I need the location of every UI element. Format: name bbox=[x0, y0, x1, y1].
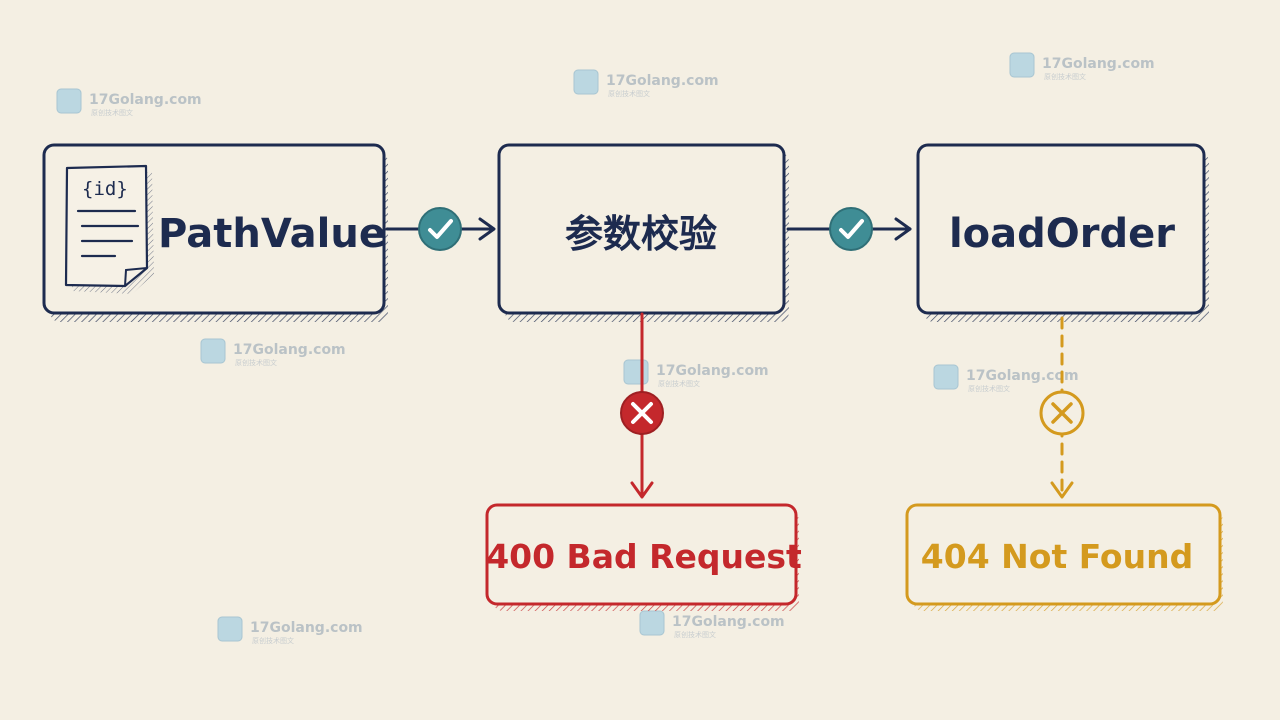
document-label: {id} bbox=[82, 178, 128, 200]
watermark-subtext: 原创技术图文 bbox=[1044, 72, 1086, 81]
x-circle-outline-icon bbox=[1039, 390, 1085, 436]
node-label: loadOrder bbox=[949, 211, 1175, 257]
watermark: 17Golang.com 原创技术图文 bbox=[56, 88, 202, 117]
watermark: 17Golang.com 原创技术图文 bbox=[639, 610, 785, 639]
watermark-subtext: 原创技术图文 bbox=[608, 89, 650, 98]
document-icon: {id} bbox=[64, 164, 154, 294]
watermark: 17Golang.com 原创技术图文 bbox=[623, 359, 769, 388]
watermark: 17Golang.com 原创技术图文 bbox=[217, 616, 363, 645]
watermark-text: 17Golang.com bbox=[606, 73, 719, 89]
watermark-text: 17Golang.com bbox=[233, 342, 346, 358]
watermark-logo-icon bbox=[1009, 52, 1035, 78]
node-label: 参数校验 bbox=[565, 212, 717, 256]
node-validate: 参数校验 bbox=[497, 143, 789, 322]
watermark-logo-icon bbox=[573, 69, 599, 95]
watermark-logo-icon bbox=[56, 88, 82, 114]
check-circle-icon bbox=[829, 207, 873, 251]
watermark: 17Golang.com 原创技术图文 bbox=[1009, 52, 1155, 81]
watermark-subtext: 原创技术图文 bbox=[91, 108, 133, 117]
watermark-subtext: 原创技术图文 bbox=[252, 636, 294, 645]
edge-pathvalue-to-validate bbox=[385, 207, 496, 251]
watermark-logo-icon bbox=[200, 338, 226, 364]
watermark-subtext: 原创技术图文 bbox=[968, 384, 1010, 393]
watermark-logo-icon bbox=[623, 359, 649, 385]
watermark-text: 17Golang.com bbox=[250, 620, 363, 636]
watermark-text: 17Golang.com bbox=[966, 368, 1079, 384]
node-loadorder: loadOrder bbox=[916, 143, 1209, 322]
watermark: 17Golang.com 原创技术图文 bbox=[573, 69, 719, 98]
node-bad-request: 400 Bad Request bbox=[485, 503, 802, 611]
watermark-text: 17Golang.com bbox=[89, 92, 202, 108]
watermark: 17Golang.com 原创技术图文 bbox=[200, 338, 346, 367]
x-circle-icon bbox=[620, 391, 664, 435]
watermark-subtext: 原创技术图文 bbox=[235, 358, 277, 367]
watermark-logo-icon bbox=[217, 616, 243, 642]
edge-validate-to-loadorder bbox=[786, 207, 912, 251]
node-pathvalue: {id} PathValue bbox=[42, 143, 388, 322]
node-label: PathValue bbox=[158, 211, 386, 257]
watermark-group: 17Golang.com 原创技术图文 17Golang.com 原创技术图文 … bbox=[56, 52, 1155, 645]
watermark-subtext: 原创技术图文 bbox=[674, 630, 716, 639]
node-not-found: 404 Not Found bbox=[905, 503, 1223, 611]
watermark-text: 17Golang.com bbox=[1042, 56, 1155, 72]
node-label: 404 Not Found bbox=[921, 537, 1193, 576]
watermark-text: 17Golang.com bbox=[672, 614, 785, 630]
edge-loadorder-to-not-found bbox=[1039, 316, 1085, 499]
watermark-subtext: 原创技术图文 bbox=[658, 379, 700, 388]
watermark-text: 17Golang.com bbox=[656, 363, 769, 379]
watermark-logo-icon bbox=[933, 364, 959, 390]
watermark-logo-icon bbox=[639, 610, 665, 636]
check-circle-icon bbox=[418, 207, 462, 251]
node-label: 400 Bad Request bbox=[486, 537, 802, 576]
edge-validate-to-bad-request bbox=[620, 312, 664, 499]
watermark: 17Golang.com 原创技术图文 bbox=[933, 364, 1079, 393]
